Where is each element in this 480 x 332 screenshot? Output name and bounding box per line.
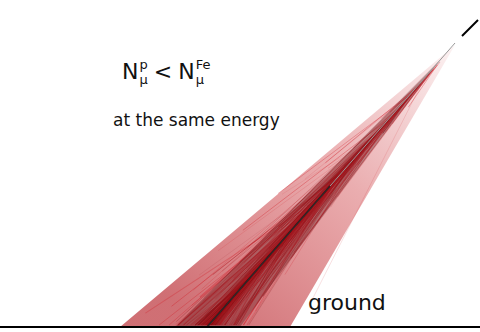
shower-axis-upper	[207, 43, 455, 327]
index-stack: Fe μ	[196, 58, 211, 86]
primary-particle	[462, 20, 478, 36]
ground-label: ground	[308, 290, 386, 315]
less-than-sign: <	[154, 59, 172, 84]
note-text: at the same energy	[113, 110, 280, 130]
muon-subscript: μ	[196, 73, 211, 86]
particle-tracks	[145, 62, 440, 327]
muon-subscript: μ	[139, 73, 147, 86]
shower-core	[175, 60, 440, 327]
muon-number-symbol: N	[122, 59, 138, 84]
primary-superscript: p	[139, 58, 147, 71]
particle-track	[338, 69, 434, 197]
muon-number-symbol: N	[178, 59, 194, 84]
ground-line	[0, 326, 480, 328]
muon-number-relation: Npμ<NFeμ	[122, 58, 210, 86]
index-stack: pμ	[139, 58, 147, 86]
primary-superscript: Fe	[196, 58, 211, 71]
shower-cone	[120, 45, 455, 327]
